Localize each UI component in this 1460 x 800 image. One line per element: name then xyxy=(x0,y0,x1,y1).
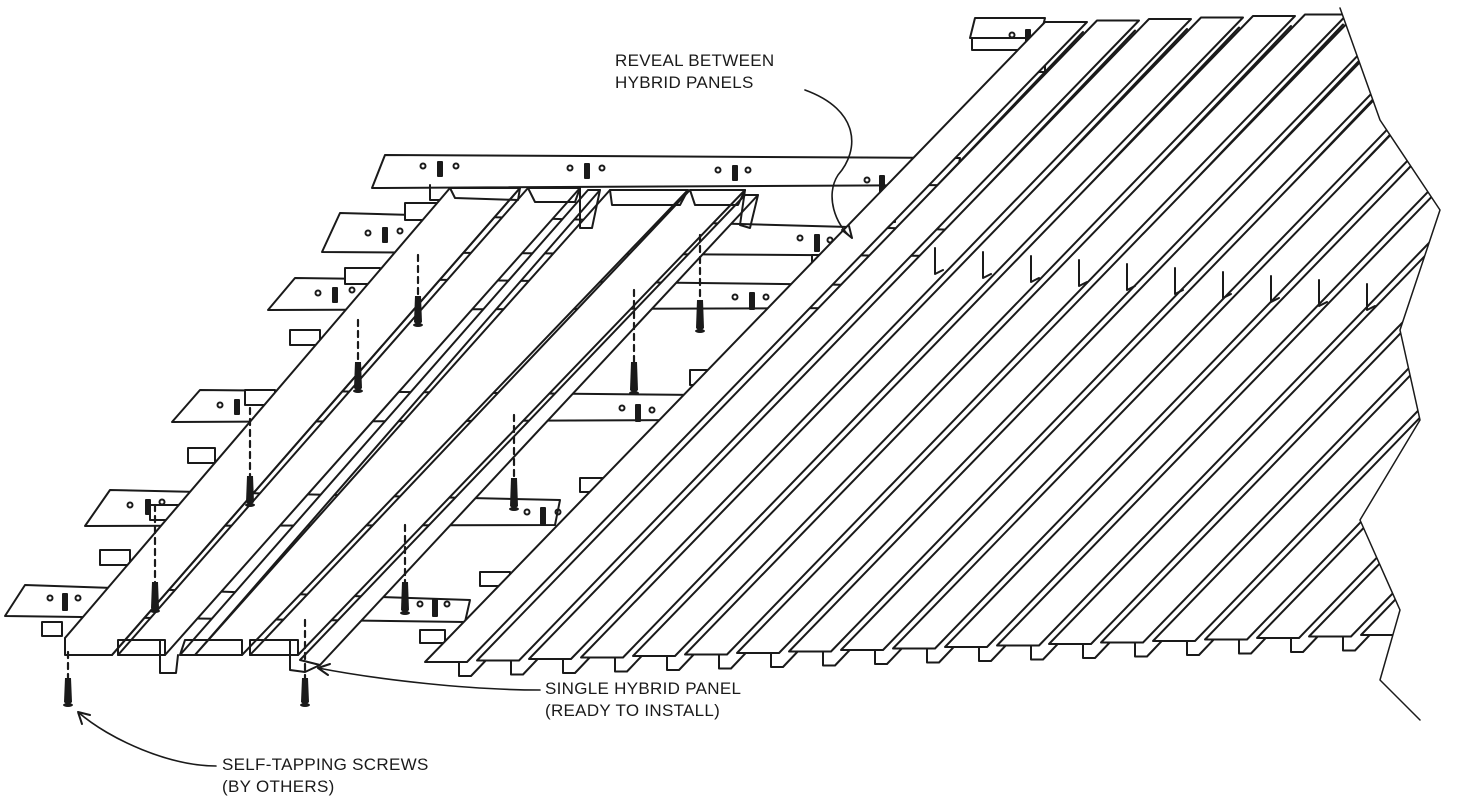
ceiling-slat xyxy=(1048,8,1440,645)
ceiling-slat xyxy=(424,21,1088,663)
reveal-fin xyxy=(1078,259,1088,287)
reveal-label-line2: HYBRID PANELS xyxy=(615,73,754,92)
reveal-fin xyxy=(1366,283,1376,311)
reveal-leader xyxy=(804,89,853,239)
ceiling-slat-flange xyxy=(1342,8,1440,652)
panel-label-line1: SINGLE HYBRID PANEL xyxy=(545,679,742,698)
ceiling-slat xyxy=(1412,8,1440,635)
single-hybrid-panel xyxy=(64,187,759,674)
ceiling-slat xyxy=(892,8,1440,650)
ceiling-slat-flange xyxy=(1134,11,1440,658)
screws-leader xyxy=(77,711,217,767)
ceiling-slat-flange xyxy=(1394,8,1440,650)
reveal-between-panels-label: REVEAL BETWEEN HYBRID PANELS xyxy=(615,50,774,94)
reveal-fin xyxy=(1174,267,1184,295)
screws-label-line1: SELF-TAPPING SCREWS xyxy=(222,755,429,774)
ceiling-slat-flange xyxy=(1447,4,1460,648)
ceiling-slat xyxy=(476,19,1140,662)
ceiling-slat xyxy=(840,9,1440,651)
ceiling-slat xyxy=(1152,8,1440,642)
ceiling-slat xyxy=(1308,8,1440,638)
ceiling-slat xyxy=(1360,8,1440,636)
reveal-label-line1: REVEAL BETWEEN xyxy=(615,51,775,70)
ceiling-slat-flange xyxy=(1186,10,1440,656)
reveal-fin xyxy=(1222,271,1232,299)
ceiling-slat xyxy=(944,8,1440,648)
screws-label-line2: (BY OTHERS) xyxy=(222,777,335,796)
ceiling-breakline xyxy=(1339,7,1441,721)
ceiling-slat-flange xyxy=(1290,8,1440,653)
ceiling-slat xyxy=(580,16,1244,659)
self-tapping-screws-label: SELF-TAPPING SCREWS (BY OTHERS) xyxy=(222,754,429,798)
ceiling-slat xyxy=(996,8,1440,647)
ceiling-slat xyxy=(528,18,1192,660)
ceiling-slat xyxy=(1204,8,1440,641)
leader-lines xyxy=(77,89,853,767)
single-hybrid-panel-label: SINGLE HYBRID PANEL (READY TO INSTALL) xyxy=(545,678,741,722)
panel-leader xyxy=(317,663,541,691)
reveal-fin xyxy=(1030,255,1040,283)
panel-label-line2: (READY TO INSTALL) xyxy=(545,701,721,720)
ceiling-slat xyxy=(632,15,1296,657)
self-tapping-screws xyxy=(63,233,705,707)
reveal-fin xyxy=(1126,263,1136,291)
reveal-fin xyxy=(1318,279,1328,307)
ceiling-slat-flange xyxy=(1238,8,1440,655)
reveal-fin xyxy=(1270,275,1280,303)
reveal-fin xyxy=(934,247,944,275)
ceiling-slat xyxy=(788,10,1440,653)
reveal-fin xyxy=(982,251,992,279)
